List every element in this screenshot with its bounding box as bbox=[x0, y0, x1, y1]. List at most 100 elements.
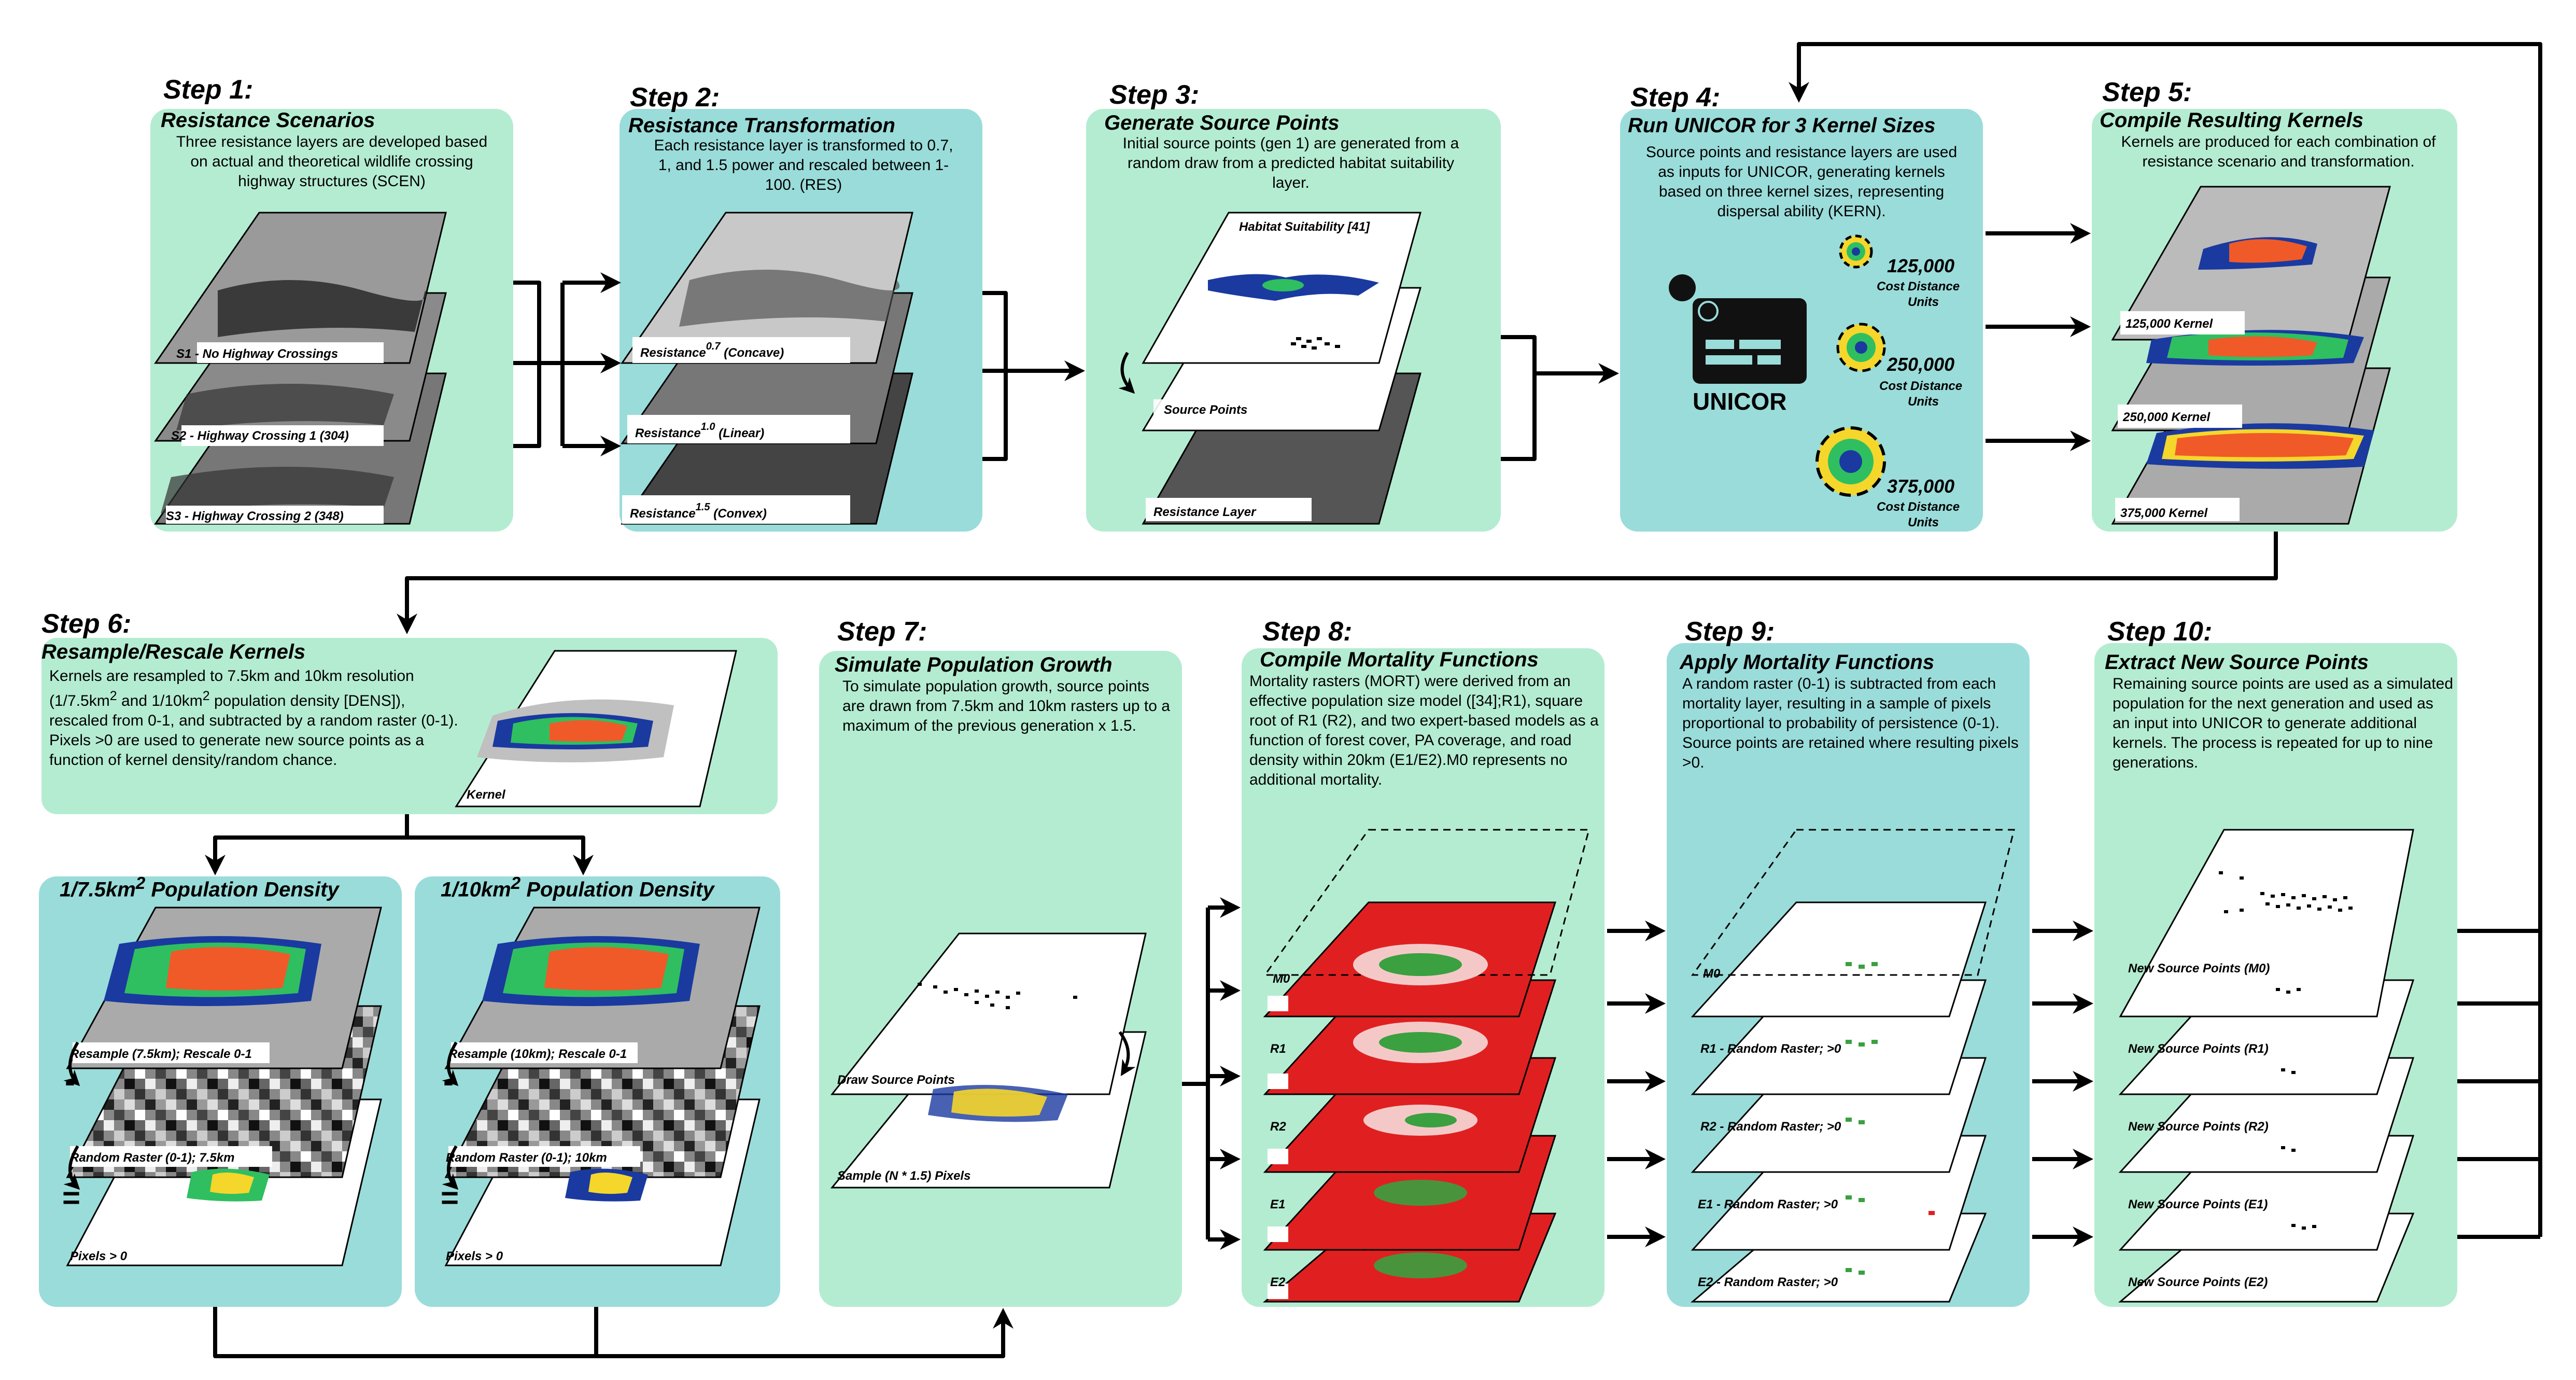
step7-layers: Draw Source Points Sample (N * 1.5) Pixe… bbox=[830, 932, 1147, 1189]
step1-desc-wrap: Three resistance layers are developed ba… bbox=[176, 133, 487, 190]
step3-desc: Initial source points (gen 1) are genera… bbox=[1122, 135, 1459, 191]
step4-desc: Source points and resistance layers are … bbox=[1645, 144, 1958, 220]
step6-desc-wrap: Kernels are resampled to 7.5km and 10km … bbox=[49, 667, 458, 769]
step6-right-layers: Resample (10km); Rescale 0-1 Random Rast… bbox=[441, 907, 761, 1266]
step3-label-source: Source Points bbox=[1164, 403, 1247, 417]
step9-dots bbox=[1846, 962, 1878, 1275]
kernel-value-375: 375,000 bbox=[1887, 476, 1954, 497]
step6-left-layers: Resample (7.5km); Rescale 0-1 Random Ras… bbox=[62, 907, 382, 1266]
step2-desc-wrap: Each resistance layer is transformed to … bbox=[654, 137, 953, 193]
step10-dots bbox=[2219, 871, 2353, 1230]
step7-desc-wrap: To simulate population growth, source po… bbox=[842, 678, 1170, 734]
gear-icon-small bbox=[1698, 301, 1719, 322]
step4-subtitle: Run UNICOR for 3 Kernel Sizes bbox=[1628, 114, 1935, 137]
step3-label-resistance: Resistance Layer bbox=[1153, 505, 1257, 519]
step7-label-draw: Draw Source Points bbox=[837, 1073, 955, 1087]
step10-desc-wrap: Remaining source points are used as a si… bbox=[2113, 675, 2454, 771]
step6-left-title-wrap: 1/7.5km2 Population Density bbox=[60, 874, 339, 901]
step3-title: Step 3: bbox=[1109, 80, 1199, 110]
step6-right-label-2: Random Raster (0-1); 10km bbox=[446, 1151, 607, 1165]
step10-label-e1: New Source Points (E1) bbox=[2128, 1197, 2268, 1211]
step9-layers: M0 R1 - Random Raster; >0 R2 - Random Ra… bbox=[1690, 829, 2015, 1303]
step6-left-label-2: Random Raster (0-1); 7.5km bbox=[70, 1151, 234, 1165]
kernel-unit-375-b: Units bbox=[1908, 515, 1939, 529]
step7-label-sample: Sample (N * 1.5) Pixels bbox=[837, 1169, 970, 1183]
kernel-unit-125-a: Cost Distance bbox=[1877, 280, 1960, 294]
step9-label-e2: E2 - Random Raster; >0 bbox=[1698, 1275, 1838, 1289]
unicor-logo-text: UNICOR bbox=[1693, 388, 1786, 415]
step5-desc: Kernels are produced for each combinatio… bbox=[2121, 133, 2436, 170]
step7-title: Step 7: bbox=[837, 617, 927, 647]
step1-subtitle: Resistance Scenarios bbox=[161, 109, 375, 132]
step8-layers: M0 R1 R2 E1 E2 bbox=[1262, 829, 1590, 1303]
step5-label-125: 125,000 Kernel bbox=[2125, 317, 2213, 331]
step9-desc: A random raster (0-1) is subtracted from… bbox=[1682, 675, 2019, 771]
step1-layers: S1 - No Highway Crossings S2 - Highway C… bbox=[154, 212, 447, 525]
source-points-dots bbox=[1291, 337, 1340, 350]
step6-left-label-1: Resample (7.5km); Rescale 0-1 bbox=[70, 1047, 252, 1061]
kernel-unit-125-b: Units bbox=[1908, 295, 1939, 309]
step5-layers: 125,000 Kernel 250,000 Kernel 375,000 Ke… bbox=[2111, 186, 2391, 525]
step8-desc: Mortality rasters (MORT) were derived fr… bbox=[1249, 673, 1599, 788]
step8-label-e2: E2 bbox=[1270, 1275, 1286, 1289]
step9-desc-wrap: A random raster (0-1) is subtracted from… bbox=[1682, 675, 2019, 771]
step1-layer-label-2: S2 - Highway Crossing 1 (304) bbox=[171, 429, 349, 443]
step9-label-r2: R2 - Random Raster; >0 bbox=[1700, 1120, 1841, 1134]
step2-desc: Each resistance layer is transformed to … bbox=[654, 137, 953, 193]
step7-draw-dots bbox=[918, 983, 1077, 1009]
step6-subtitle: Resample/Rescale Kernels bbox=[41, 640, 305, 663]
step10-label-r2: New Source Points (R2) bbox=[2128, 1120, 2269, 1134]
kernel-unit-250-a: Cost Distance bbox=[1879, 379, 1962, 393]
kernel-unit-250-b: Units bbox=[1908, 395, 1939, 409]
step8-label-r2: R2 bbox=[1270, 1120, 1286, 1134]
step6-kernel-thumb: Kernel bbox=[455, 650, 737, 807]
step9-label-e1: E1 - Random Raster; >0 bbox=[1698, 1197, 1838, 1211]
step6-left-label-3: Pixels > 0 bbox=[70, 1249, 128, 1263]
kernel-icon-250 bbox=[1836, 323, 1886, 372]
step6-kernel-label: Kernel bbox=[467, 788, 506, 802]
connectors bbox=[205, 42, 2542, 1358]
step10-label-m0: New Source Points (M0) bbox=[2128, 961, 2270, 975]
step5-title: Step 5: bbox=[2102, 77, 2192, 107]
step9-title: Step 9: bbox=[1685, 617, 1775, 647]
kernel-value-250: 250,000 bbox=[1887, 354, 1954, 375]
step6-right-title: 1/10km2 Population Density bbox=[441, 874, 714, 901]
step10-desc: Remaining source points are used as a si… bbox=[2113, 675, 2454, 771]
step10-subtitle: Extract New Source Points bbox=[2105, 651, 2369, 674]
step5-label-375: 375,000 Kernel bbox=[2120, 506, 2208, 520]
step5-label-250: 250,000 Kernel bbox=[2122, 410, 2211, 424]
step8-label-e1: E1 bbox=[1270, 1197, 1285, 1211]
step9-subtitle: Apply Mortality Functions bbox=[1679, 651, 1934, 674]
step7-subtitle: Simulate Population Growth bbox=[835, 653, 1113, 676]
step5-desc-wrap: Kernels are produced for each combinatio… bbox=[2121, 133, 2436, 170]
step10-title: Step 10: bbox=[2107, 617, 2212, 647]
step2-subtitle: Resistance Transformation bbox=[628, 114, 895, 137]
step2-title: Step 2: bbox=[630, 82, 720, 113]
step4-title: Step 4: bbox=[1630, 82, 1720, 113]
step10-label-e2: New Source Points (E2) bbox=[2128, 1275, 2268, 1289]
step1-layer-label-1: S1 - No Highway Crossings bbox=[176, 347, 338, 361]
kernel-icon-375 bbox=[1815, 426, 1886, 497]
kernel-icon-125 bbox=[1839, 234, 1873, 269]
step6-desc: Kernels are resampled to 7.5km and 10km … bbox=[49, 667, 458, 769]
step8-label-r1: R1 bbox=[1270, 1042, 1286, 1056]
step9-label-r1: R1 - Random Raster; >0 bbox=[1700, 1042, 1841, 1056]
step4-unicor: UNICOR 125,000 Cost Distance Units 250,0… bbox=[1669, 234, 1962, 529]
gear-icon bbox=[1669, 274, 1696, 301]
step3-subtitle: Generate Source Points bbox=[1104, 111, 1339, 134]
step6-right-label-1: Resample (10km); Rescale 0-1 bbox=[448, 1047, 627, 1061]
step2-layer-label-2: Resistance1.0 (Linear) bbox=[635, 421, 764, 440]
step9-label-m0: M0 bbox=[1703, 967, 1721, 981]
step6-right-title-wrap: 1/10km2 Population Density bbox=[441, 874, 714, 901]
step2-layer-label-3: Resistance1.5 (Convex) bbox=[630, 501, 767, 521]
step8-title: Step 8: bbox=[1262, 617, 1352, 647]
step6-title: Step 6: bbox=[41, 609, 131, 639]
step3-label-habitat: Habitat Suitability [41] bbox=[1239, 220, 1370, 234]
step5-subtitle: Compile Resulting Kernels bbox=[2100, 109, 2363, 132]
step6-right-label-3: Pixels > 0 bbox=[446, 1249, 503, 1263]
step1-layer-label-3: S3 - Highway Crossing 2 (348) bbox=[166, 509, 344, 523]
step2-layers: Resistance0.7 (Concave) Resistance1.0 (L… bbox=[621, 212, 913, 525]
step8-label-m0: M0 bbox=[1273, 972, 1290, 986]
step4-desc-wrap: Source points and resistance layers are … bbox=[1645, 144, 1958, 220]
